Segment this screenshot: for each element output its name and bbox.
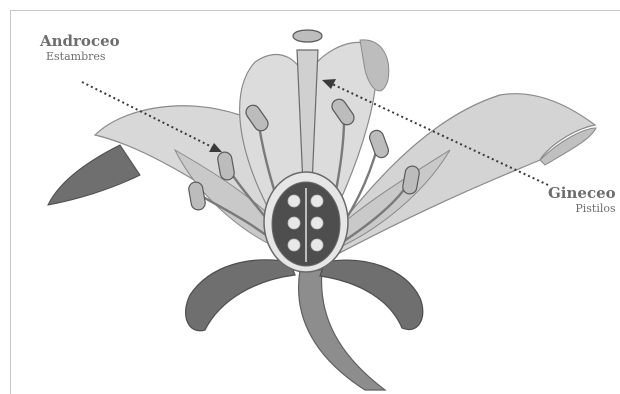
- label-gineceo-subtitle: Pistilos: [548, 203, 616, 214]
- petal-front-left: [186, 260, 295, 331]
- label-gineceo: Gineceo Pistilos: [548, 186, 616, 214]
- pistil-stigma: [293, 30, 322, 42]
- label-androceo-subtitle: Estambres: [46, 51, 120, 62]
- label-androceo: Androceo Estambres: [40, 34, 120, 62]
- label-gineceo-title: Gineceo: [548, 186, 616, 201]
- label-androceo-title: Androceo: [40, 34, 120, 49]
- sepal-left: [48, 145, 140, 205]
- petal-front-right: [320, 260, 423, 329]
